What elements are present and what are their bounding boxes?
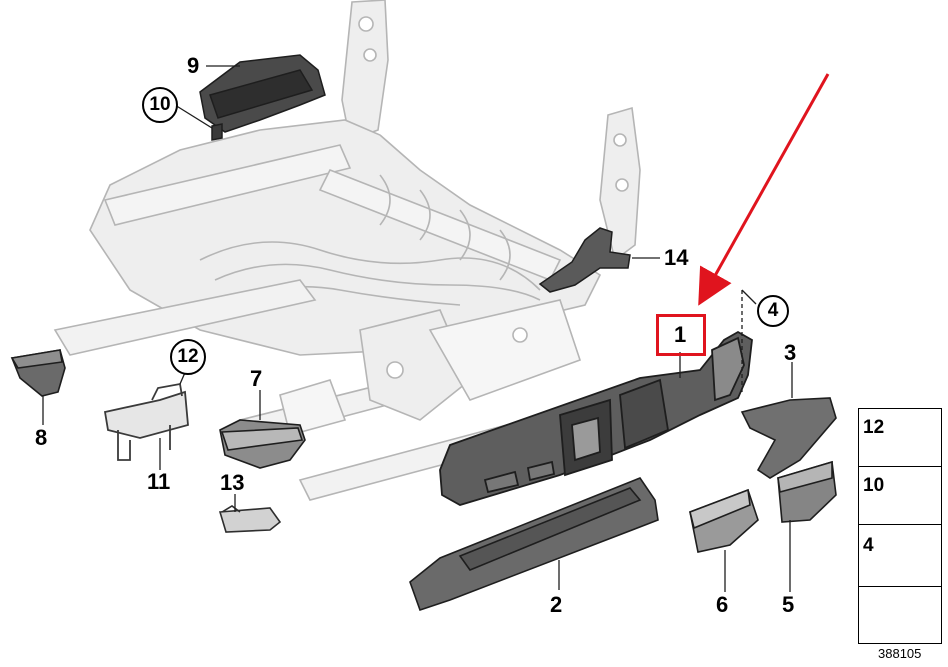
part-14-shape: [538, 227, 631, 293]
part-3-shape: [740, 397, 837, 479]
part-6-shape: [689, 488, 759, 553]
part-7-shape: [219, 419, 306, 469]
part-13-shape: [218, 505, 282, 533]
legend-row-10[interactable]: 10: [859, 467, 941, 525]
label-part-9[interactable]: 9: [187, 53, 200, 78]
label-part-7[interactable]: 7: [250, 366, 263, 391]
legend-label-4: 4: [863, 535, 874, 556]
leader-lines: [42, 65, 793, 592]
label-part-10[interactable]: 10: [142, 87, 178, 123]
label-part-13[interactable]: 13: [220, 470, 245, 495]
label-part-14[interactable]: 14: [664, 245, 689, 270]
label-part-8[interactable]: 8: [35, 425, 48, 450]
label-part-4[interactable]: 4: [757, 295, 789, 327]
legend-row-wedge: [859, 587, 941, 643]
fastener-legend: 12 10 4: [858, 408, 942, 644]
part-4-leader: [741, 289, 757, 395]
part-9-shape: [199, 54, 326, 141]
label-part-5[interactable]: 5: [782, 592, 795, 617]
part-2-shape: [409, 477, 659, 612]
part-11-shape: [103, 382, 189, 461]
highlight-box: [656, 314, 706, 356]
legend-label-10: 10: [863, 475, 885, 496]
red-arrow: [698, 73, 830, 306]
label-part-2[interactable]: 2: [550, 592, 563, 617]
label-part-1[interactable]: 1: [674, 322, 687, 347]
label-part-11[interactable]: 11: [147, 469, 171, 494]
label-part-12[interactable]: 12: [170, 339, 206, 375]
label-part-3[interactable]: 3: [784, 340, 797, 365]
legend-row-4[interactable]: 4: [859, 525, 941, 587]
part-8-shape: [10, 349, 66, 397]
part-5-shape: [777, 460, 837, 523]
part-1-shape: [439, 330, 753, 506]
legend-label-12: 12: [863, 417, 885, 438]
label-part-6[interactable]: 6: [716, 592, 729, 617]
reference-number: 388105: [878, 646, 922, 661]
legend-row-12[interactable]: 12: [859, 409, 941, 467]
